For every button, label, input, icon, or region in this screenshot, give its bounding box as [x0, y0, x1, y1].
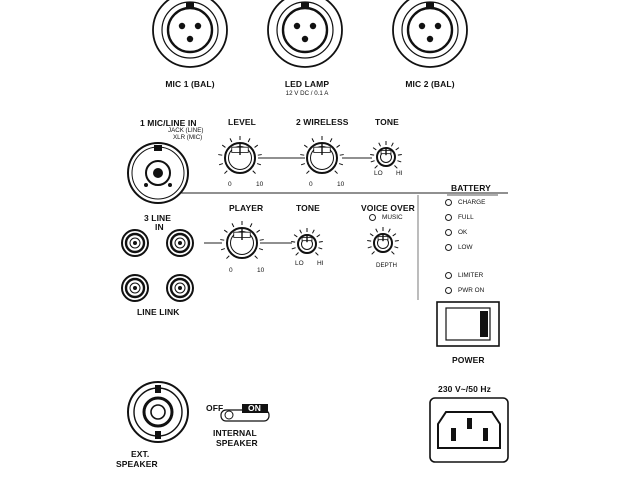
music-led-icon — [369, 214, 376, 221]
status-indicator: LIMITER — [445, 272, 483, 279]
switch-off-label: OFF — [206, 403, 224, 413]
pwr-on-led-icon — [445, 287, 452, 294]
battery-label: BATTERY — [451, 183, 491, 193]
level-knob[interactable] — [218, 136, 262, 174]
mic1-label: MIC 1 (BAL) — [165, 79, 215, 89]
mains-iec-socket[interactable] — [429, 397, 509, 463]
wireless-knob[interactable] — [300, 136, 344, 174]
internal-speaker-label-1: INTERNAL — [213, 428, 257, 438]
tone3-knob[interactable] — [291, 228, 323, 256]
level-min-tick: 0 — [228, 181, 232, 188]
tone2-hi-tick: HI — [396, 170, 403, 177]
full-label: FULL — [458, 214, 474, 221]
ext-speaker-label-2: SPEAKER — [116, 459, 158, 469]
player-min-tick: 0 — [229, 267, 233, 274]
full-led-icon — [445, 214, 452, 221]
combo-input-socket[interactable] — [127, 142, 189, 204]
power-rocker-switch[interactable] — [436, 301, 500, 347]
internal-speaker-label-2: SPEAKER — [216, 438, 258, 448]
battery-indicator: LOW — [445, 244, 473, 251]
tone2-lo-tick: LO — [374, 170, 383, 177]
wireless-label: 2 WIRELESS — [296, 117, 349, 127]
internal-speaker-switch[interactable] — [220, 404, 270, 422]
line-link-left-jack[interactable] — [121, 274, 149, 302]
limiter-label: LIMITER — [458, 272, 484, 279]
player-knob[interactable] — [220, 221, 264, 259]
mic2-xlr-socket[interactable] — [392, 0, 468, 68]
power-label: POWER — [452, 355, 485, 365]
line-link-right-jack[interactable] — [166, 274, 194, 302]
voice-over-label: VOICE OVER — [361, 203, 415, 213]
charge-led-icon — [445, 199, 452, 206]
tone3-hi-tick: HI — [317, 260, 324, 267]
player-max-tick: 10 — [257, 267, 265, 274]
led-lamp-spec: 12 V DC / 0.1 A — [285, 90, 329, 97]
player-label: PLAYER — [229, 203, 264, 213]
battery-indicator: OK — [445, 229, 467, 236]
voice-over-depth-knob[interactable] — [367, 227, 399, 255]
pwr-on-label: PWR ON — [458, 287, 485, 294]
battery-indicator: FULL — [445, 214, 474, 221]
level-label: LEVEL — [228, 117, 256, 127]
low-led-icon — [445, 244, 452, 251]
tone2-label: TONE — [375, 117, 399, 127]
ext-speaker-socket[interactable] — [127, 381, 189, 443]
led-lamp-xlr-socket[interactable] — [267, 0, 343, 68]
depth-label: DEPTH — [376, 262, 397, 269]
low-label: LOW — [458, 244, 473, 251]
wireless-max-tick: 10 — [337, 181, 345, 188]
mains-label: 230 V~/50 Hz — [438, 384, 491, 394]
limiter-led-icon — [445, 272, 452, 279]
jack-line-label: JACK (LINE) — [168, 127, 204, 134]
wireless-min-tick: 0 — [309, 181, 313, 188]
charge-label: CHARGE — [458, 199, 486, 206]
status-indicator: PWR ON — [445, 287, 484, 294]
switch-on-label: ON — [248, 403, 261, 413]
line-link-label: LINE LINK — [137, 307, 180, 317]
line-in-left-jack[interactable] — [121, 229, 149, 257]
mic1-xlr-socket[interactable] — [152, 0, 228, 68]
led-lamp-label: LED LAMP — [284, 79, 330, 89]
ok-label: OK — [458, 229, 468, 236]
mic-line-in-label: 1 MIC/LINE IN — [140, 118, 197, 128]
xlr-mic-label: XLR (MIC) — [173, 134, 203, 141]
music-indicator: MUSIC — [369, 214, 403, 221]
line-in-label-2: IN — [155, 222, 164, 232]
mic2-label: MIC 2 (BAL) — [405, 79, 455, 89]
tone3-lo-tick: LO — [295, 260, 304, 267]
line-in-label-1: 3 LINE — [144, 213, 172, 223]
line-in-right-jack[interactable] — [166, 229, 194, 257]
ok-led-icon — [445, 229, 452, 236]
ext-speaker-label-1: EXT. — [131, 449, 150, 459]
battery-indicator: CHARGE — [445, 199, 485, 206]
music-label: MUSIC — [382, 214, 403, 221]
tone3-label: TONE — [296, 203, 320, 213]
tone2-knob[interactable] — [370, 141, 402, 169]
level-max-tick: 10 — [256, 181, 264, 188]
